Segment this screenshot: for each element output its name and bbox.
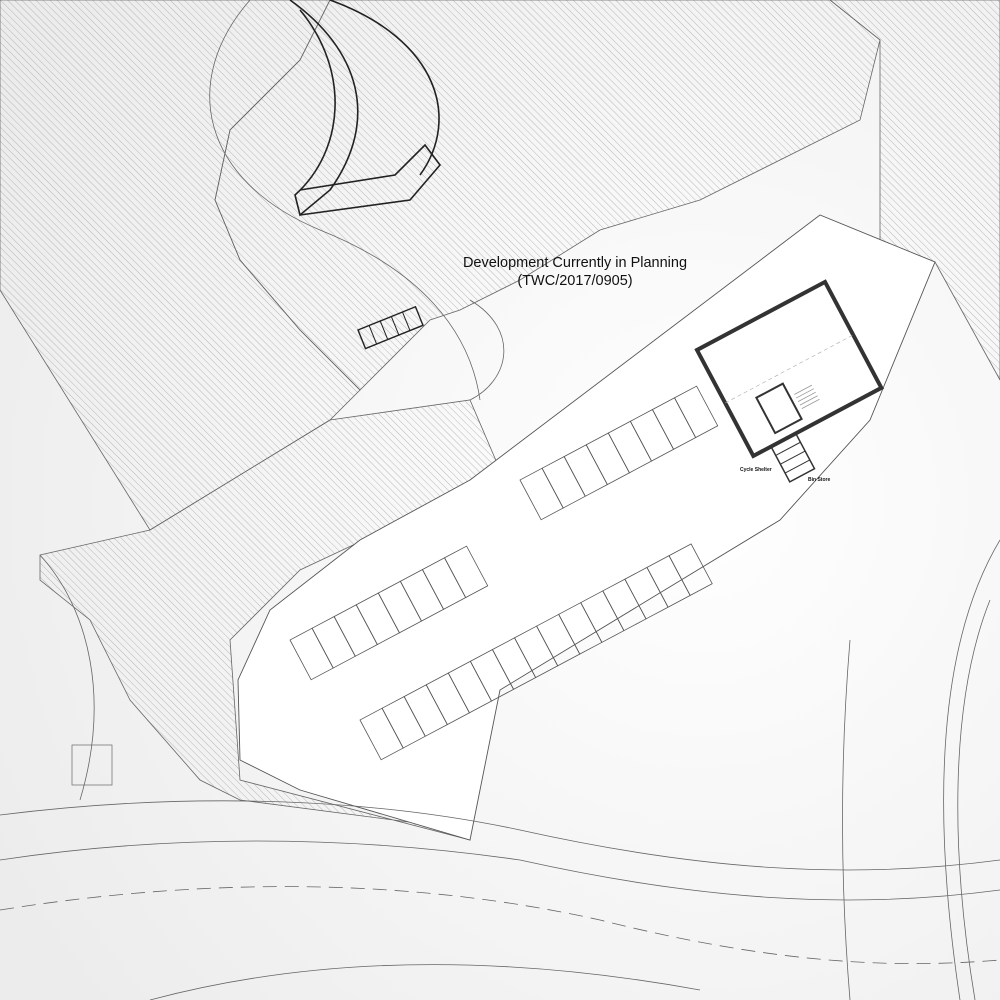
parking-bay xyxy=(443,545,489,599)
bin-store-label: Bin Store xyxy=(808,477,831,483)
parking-row xyxy=(289,545,489,681)
annotation-title: Development Currently in Planning xyxy=(462,255,688,271)
existing-curved-structure xyxy=(289,0,442,217)
site-boundary xyxy=(237,214,936,841)
parking-row xyxy=(359,543,713,761)
parking-bay xyxy=(668,543,713,596)
parking-row xyxy=(519,385,719,521)
parking-bays xyxy=(289,385,719,761)
hatched-area-north xyxy=(214,0,881,391)
annotation-reference: (TWC/2017/0905) xyxy=(517,273,633,289)
parking-bay xyxy=(673,385,719,439)
planning-annotation: Development Currently in Planning (TWC/2… xyxy=(430,254,720,290)
wc-core xyxy=(754,382,803,435)
existing-hatched-areas xyxy=(0,0,1000,841)
building-outline xyxy=(694,279,885,459)
stair-icon xyxy=(794,384,820,410)
proposed-building xyxy=(694,279,885,483)
hatched-road-west xyxy=(39,399,501,841)
cycle-shelter-label: Cycle Shelter xyxy=(740,467,772,473)
cycle-stand xyxy=(357,305,424,350)
